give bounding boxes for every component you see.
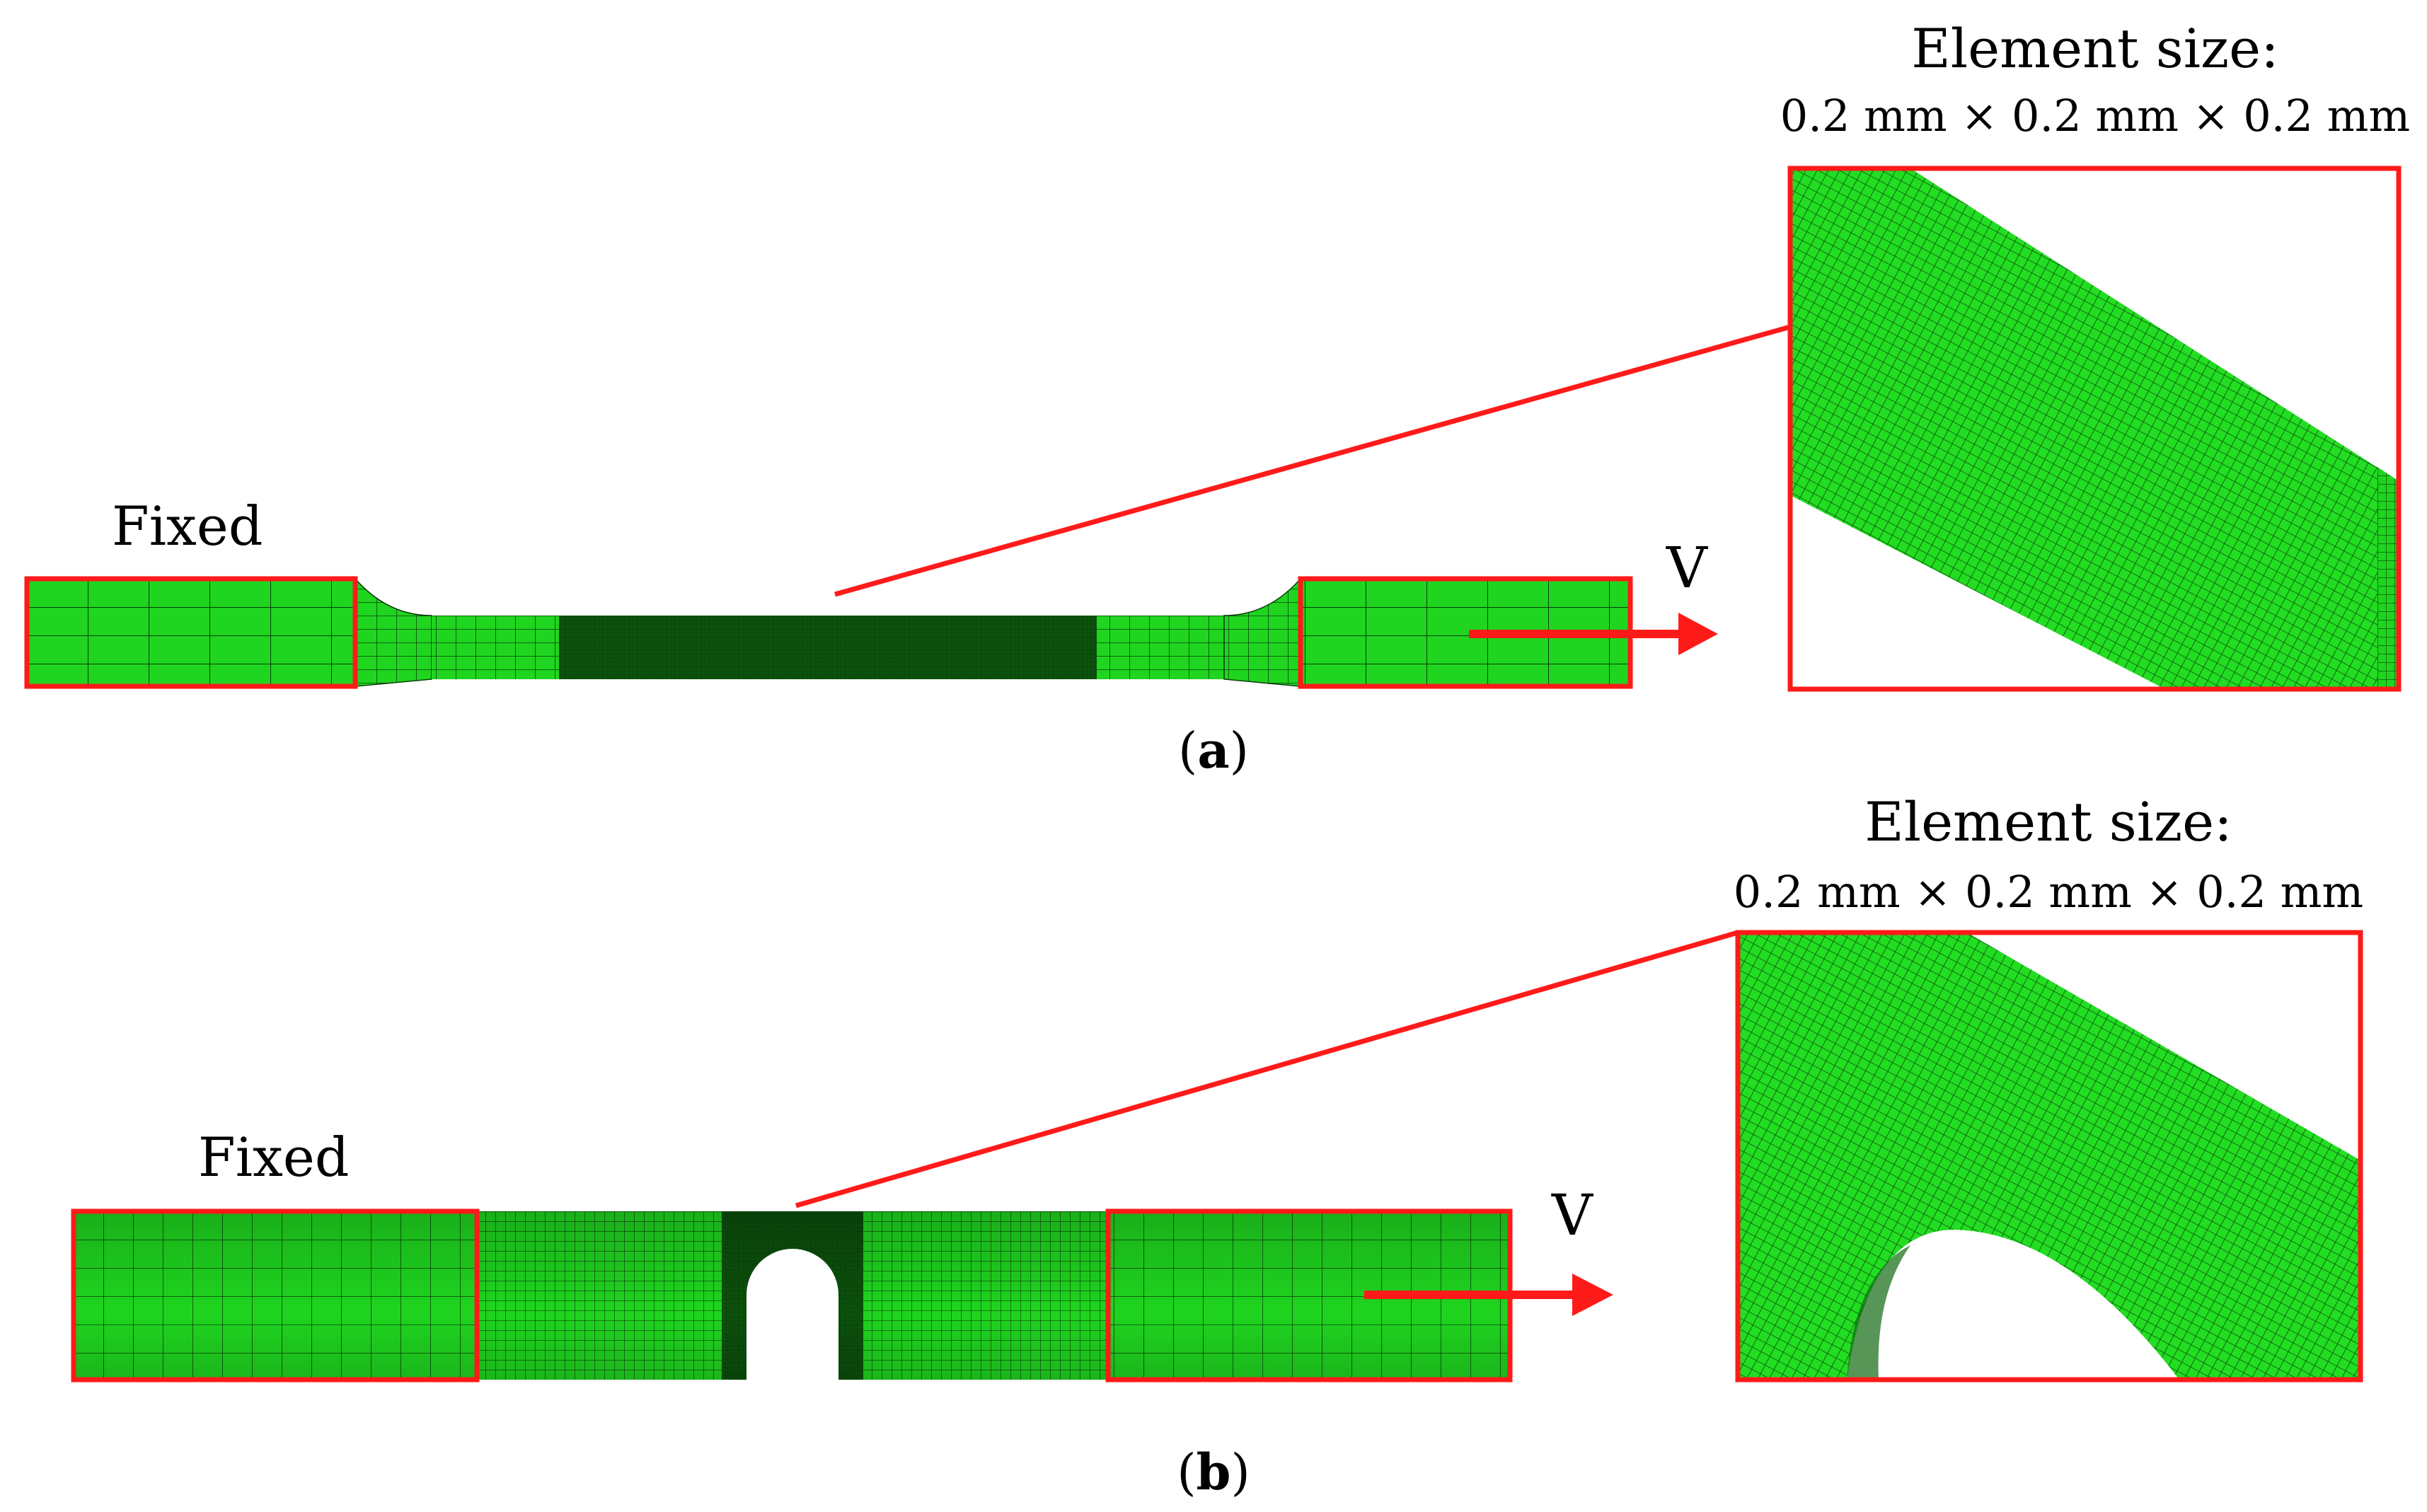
left-grip-a [27,579,355,686]
caption-a: (a) [1178,721,1249,780]
fixed-label-b: Fixed [198,1126,350,1189]
velocity-label-b: V [1551,1182,1593,1248]
fixed-boundary-box-b [71,1208,480,1383]
specimen-b [74,1211,1510,1380]
neck-right-a [1097,616,1224,679]
callout-line-a [834,324,1791,597]
zoom-frame-b [1735,930,2363,1383]
element-size-title-b: Element size: [1864,790,2232,853]
element-size-value-b: 0.2 mm × 0.2 mm × 0.2 mm [1734,866,2363,918]
zoom-frame-a [1787,166,2402,692]
neck-left-a [432,616,559,679]
caption-letter-a: a [1197,721,1229,780]
zoom-inset-b [1738,933,2360,1380]
velocity-arrow-a [1469,613,1718,655]
caption-letter-b: b [1197,1443,1231,1501]
element-size-value-a: 0.2 mm × 0.2 mm × 0.2 mm [1780,90,2410,142]
element-size-title-a: Element size: [1911,17,2278,80]
callout-line-b [795,930,1739,1208]
velocity-label-a: V [1666,535,1708,601]
zoom-inset-a [1790,168,2399,689]
right-shoulder-a [1223,577,1301,687]
specimen-a [27,577,1630,687]
u-notch-b [746,1249,838,1380]
caption-b: (b) [1177,1443,1250,1501]
left-shoulder-a [354,577,432,687]
fixed-boundary-box-a [24,576,358,689]
velocity-arrow-b [1364,1274,1613,1316]
fixed-label-a: Fixed [112,495,263,558]
